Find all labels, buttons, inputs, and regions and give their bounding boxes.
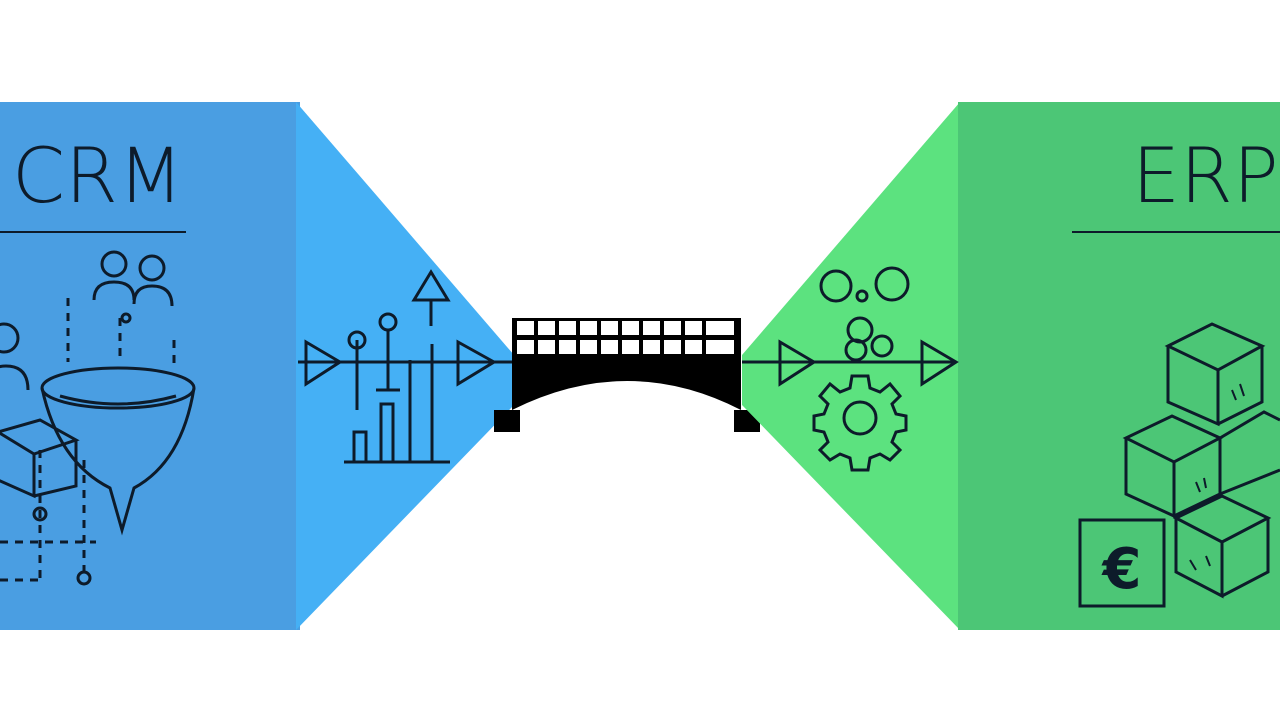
arrow-up-icon (411, 269, 451, 326)
people-icon (0, 250, 174, 391)
connector-nodes (32, 312, 132, 586)
bridge-pier-left (494, 410, 520, 432)
crm-funnel-shape (296, 102, 514, 630)
funnel-icon (40, 366, 196, 536)
bridge-arch (512, 360, 741, 410)
arrow-right-icon (742, 339, 959, 387)
gear-icon (812, 374, 908, 472)
bar-chart-icon (344, 312, 450, 464)
crm-title: CRM (12, 131, 183, 220)
erp-funnel-shape (742, 102, 960, 630)
cube-icon (0, 418, 80, 499)
erp-title: ERP (1132, 131, 1279, 220)
chat-bubbles-icon (819, 266, 910, 362)
euro-symbol: € (1101, 537, 1142, 602)
erp-section: ERP (742, 102, 1280, 630)
euro-icon: € (1078, 518, 1166, 608)
arrow-right-icon (298, 339, 512, 387)
dashed-connectors (0, 298, 176, 582)
crm-section: CRM (0, 102, 514, 630)
cubes-icon (1122, 322, 1280, 599)
bridge-railing-windows (517, 321, 734, 354)
bridge-icon (494, 318, 760, 432)
